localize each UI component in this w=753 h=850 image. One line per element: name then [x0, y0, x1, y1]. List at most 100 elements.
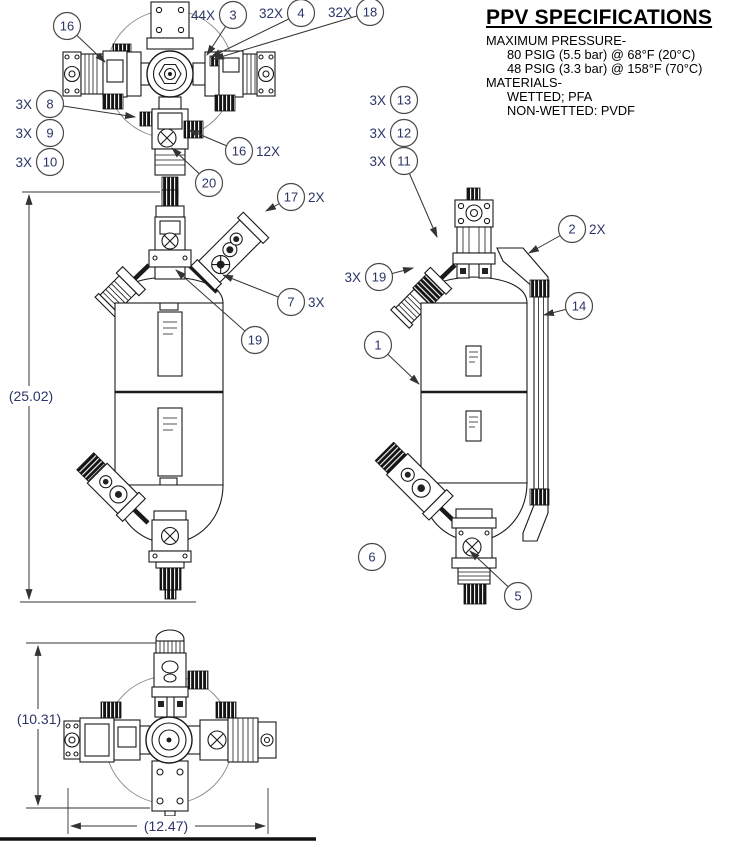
ribbed-fitting	[187, 670, 209, 690]
ribbed-fitting	[215, 701, 237, 719]
callout-balloon-14: 14	[564, 291, 594, 321]
callout-balloon-8: 8	[35, 89, 65, 119]
svg-text:19: 19	[248, 333, 262, 348]
dimension-bottom-height: (10.31)	[17, 711, 61, 727]
dimension-overall-height: (25.02)	[9, 388, 53, 404]
ribbed-fitting	[159, 567, 182, 591]
callout-balloon-12: 12	[389, 118, 419, 148]
qty-label: 3X	[369, 126, 386, 141]
ribbed-fitting	[139, 111, 154, 127]
spec-line: 80 PSIG (5.5 bar) @ 68°F (20°C)	[507, 46, 696, 62]
ribbed-fitting	[214, 94, 236, 112]
callout-balloon-18: 18	[355, 0, 385, 27]
ribbed-fitting	[100, 701, 122, 719]
top-limb-plate	[150, 1, 190, 39]
spec-line: MATERIALS-	[486, 74, 562, 90]
view-bottom	[63, 629, 277, 817]
dimension-group: (25.02) (10.31) (12.47)	[0, 191, 316, 841]
valve-top-center	[148, 189, 192, 280]
svg-text:1: 1	[374, 338, 381, 353]
svg-text:4: 4	[297, 6, 304, 21]
nameplate-label	[157, 407, 183, 477]
callout-balloons: 16 3 4 18 8 9 10 16 20 17 7 19 13 12 11 …	[15, 0, 606, 611]
svg-text:18: 18	[363, 5, 377, 20]
qty-label: 12X	[256, 144, 280, 159]
valve-top-center	[452, 187, 496, 279]
ribbed-fitting	[374, 441, 407, 474]
callout-balloon-1: 1	[363, 330, 393, 360]
callout-balloon-6: 6	[357, 542, 387, 572]
callout-balloon-16b: 16	[224, 136, 254, 166]
svg-text:2: 2	[568, 222, 575, 237]
svg-text:8: 8	[46, 97, 53, 112]
svg-text:7: 7	[287, 295, 294, 310]
valve-bottom-center	[451, 508, 497, 605]
svg-text:16: 16	[232, 144, 246, 159]
svg-text:16: 16	[60, 19, 74, 34]
qty-label: 3X	[369, 93, 386, 108]
svg-text:13: 13	[397, 93, 411, 108]
spec-title: PPV SPECIFICATIONS	[486, 6, 713, 29]
qty-label: 32X	[328, 5, 352, 20]
spec-line: NON-WETTED: PVDF	[507, 102, 635, 118]
view-side-right	[374, 187, 550, 605]
svg-text:17: 17	[284, 190, 298, 205]
valve-upper-right	[190, 211, 270, 291]
ribbed-fitting	[463, 583, 487, 605]
callout-balloon-5: 5	[503, 581, 533, 611]
ribbed-fitting	[466, 187, 481, 201]
qty-label: 3X	[308, 295, 325, 310]
svg-text:11: 11	[397, 154, 411, 169]
right-limb-flange	[256, 51, 276, 97]
callout-balloon-20: 20	[194, 168, 224, 198]
callout-balloon-4: 4	[286, 0, 316, 28]
valve-bottom-left	[374, 441, 454, 521]
svg-text:12: 12	[397, 126, 411, 141]
dimension-bottom-width: (12.47)	[144, 818, 188, 834]
spec-panel: PPV SPECIFICATIONS MAXIMUM PRESSURE- 80 …	[486, 6, 750, 117]
callout-balloon-2: 2	[557, 214, 587, 244]
ribbed-fitting	[76, 452, 106, 482]
qty-label: 3X	[15, 155, 32, 170]
qty-label: 3X	[15, 126, 32, 141]
nameplate-label	[465, 410, 482, 442]
callout-balloon-7: 7	[276, 287, 306, 317]
mounting-plate	[151, 760, 189, 812]
callout-balloon-16: 16	[52, 11, 82, 41]
svg-text:14: 14	[572, 299, 586, 314]
valve-upper-left	[94, 265, 147, 318]
ribbed-fitting	[164, 589, 177, 600]
hex-nut	[158, 63, 182, 85]
callout-balloon-9: 9	[35, 118, 65, 148]
view-side-left	[76, 189, 270, 600]
svg-text:9: 9	[46, 126, 53, 141]
callout-balloon-11: 11	[389, 146, 419, 176]
qty-label: 2X	[589, 222, 606, 237]
qty-label: 2X	[308, 190, 325, 205]
callout-balloon-3: 3	[218, 0, 248, 30]
ribbed-fitting	[183, 120, 204, 139]
qty-label: 3X	[344, 270, 361, 285]
drain-tube	[522, 279, 550, 542]
svg-text:19: 19	[372, 270, 386, 285]
qty-label: 44X	[191, 8, 215, 23]
spec-line: MAXIMUM PRESSURE-	[486, 33, 627, 48]
qty-label: 3X	[369, 154, 386, 169]
nameplate-label	[465, 345, 482, 377]
svg-text:20: 20	[202, 176, 216, 191]
nameplate-label	[157, 311, 183, 377]
qty-label: 3X	[15, 97, 32, 112]
qty-label: 32X	[259, 6, 283, 21]
svg-text:6: 6	[368, 550, 375, 565]
ribbed-fitting	[161, 189, 179, 208]
valve-upper-left	[390, 266, 453, 329]
svg-text:5: 5	[514, 589, 521, 604]
svg-text:3: 3	[229, 8, 236, 23]
callout-balloon-19: 19	[240, 325, 270, 355]
callout-balloon-19b: 19	[364, 262, 394, 292]
svg-text:10: 10	[43, 155, 57, 170]
callout-balloon-17: 17	[276, 182, 306, 212]
valve-bottom-center	[148, 510, 192, 600]
